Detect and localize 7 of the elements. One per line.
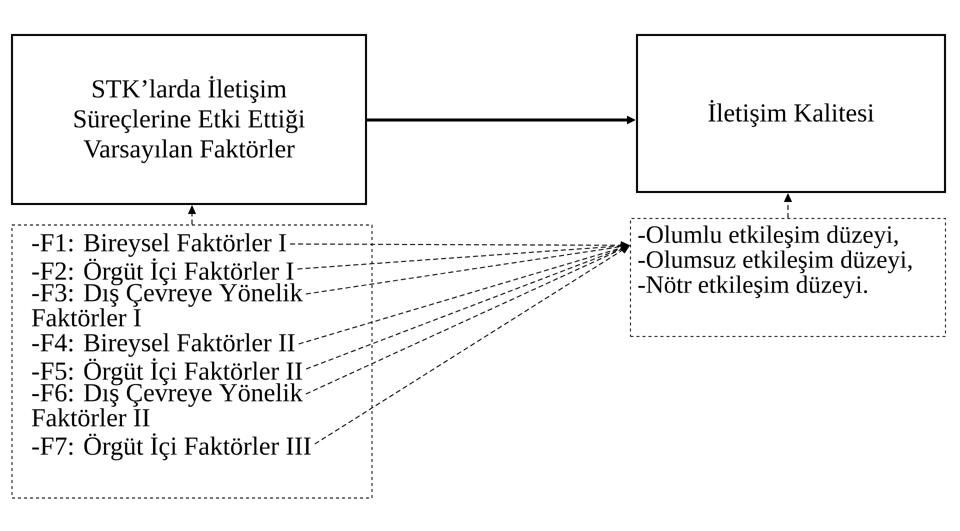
- list-item: -F1: Bireysel Faktörler I: [32, 233, 286, 257]
- list-box: [12, 224, 372, 498]
- text-box: İletişim Kalitesi: [636, 34, 946, 193]
- list-item: -F7: Örgüt İçi Faktörler III: [32, 433, 311, 460]
- text-box: -Olumlu etkileşim düzeyi, -Olumsuz etkileşim düzeyi, -Nötr etkileşim düzeyi.: [630, 218, 946, 337]
- list-item: -F4: Bireysel Faktörler II: [32, 333, 295, 357]
- text-box: STK’larda İletişim Süreçlerine Etki Ettiği Varsayılan Faktörler: [11, 34, 367, 205]
